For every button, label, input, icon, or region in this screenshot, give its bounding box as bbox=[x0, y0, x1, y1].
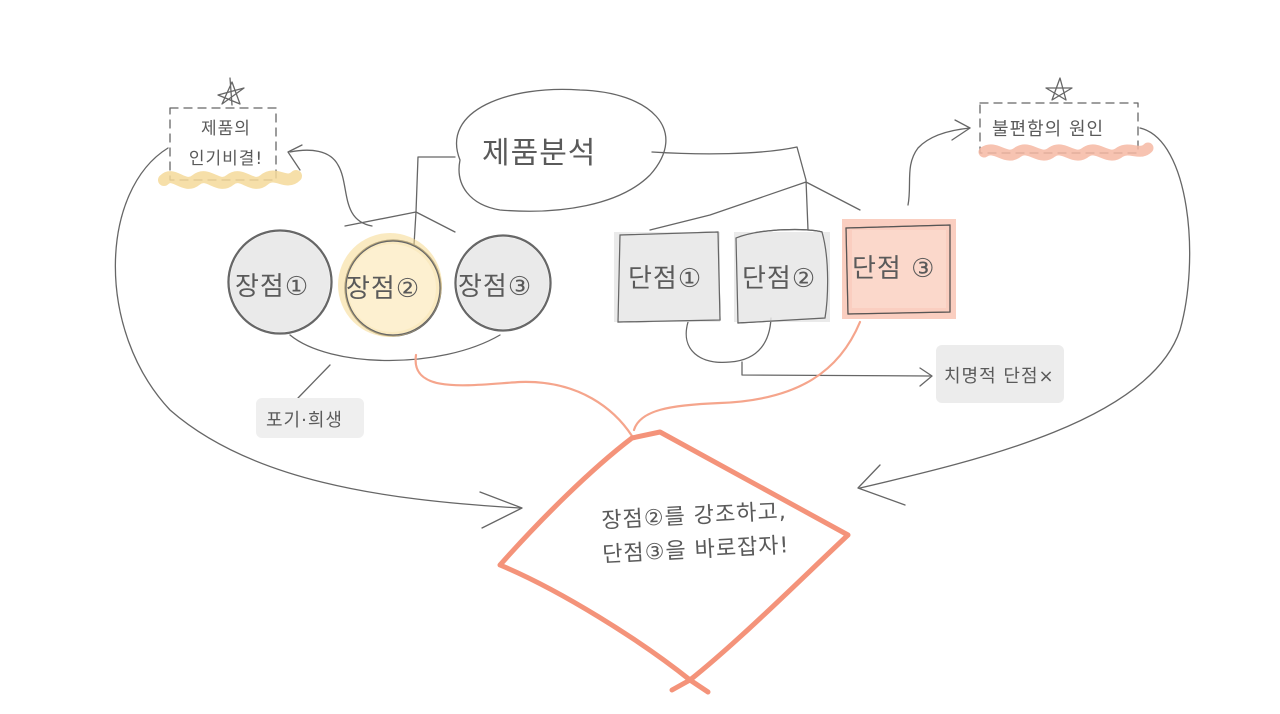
weakness-1-border bbox=[617, 231, 721, 323]
star-icon bbox=[217, 77, 245, 106]
strength-1-label: 장점① bbox=[235, 272, 310, 302]
star-icon bbox=[1045, 77, 1073, 101]
weakness-3-border bbox=[845, 224, 951, 315]
popularity-secret-label: 제품의 인기비결! bbox=[178, 118, 274, 170]
weakness-2-label: 단점② bbox=[742, 264, 817, 294]
note-fatal-weakness: 치명적 단점× bbox=[944, 366, 1055, 387]
conclusion-diamond bbox=[497, 429, 851, 695]
strength-1-fill bbox=[230, 232, 330, 332]
connector-title-strengths bbox=[344, 156, 456, 246]
popularity-secret-line1: 제품의 bbox=[201, 119, 251, 139]
arrow-secret-to-conclusion bbox=[114, 147, 521, 509]
note-fatal-fill bbox=[936, 345, 1064, 403]
strength-2-border bbox=[345, 240, 441, 336]
secret-underline bbox=[158, 170, 302, 189]
strength-3-border bbox=[455, 235, 551, 331]
weakness-1-fill bbox=[614, 232, 720, 322]
strengths-group-arc bbox=[289, 334, 501, 362]
strength-3-fill bbox=[457, 237, 549, 329]
connector-strength2-to-conclusion bbox=[414, 353, 634, 438]
arrow-cause-to-conclusion bbox=[859, 127, 1191, 489]
arrowhead-conclusion-right bbox=[857, 464, 906, 506]
note-sacrifice-fill bbox=[256, 398, 364, 438]
arrowhead-conclusion-left bbox=[479, 491, 523, 529]
weakness-3-label: 단점 ③ bbox=[852, 254, 936, 284]
strength-3-outline bbox=[454, 234, 552, 332]
weaknesses-bracket bbox=[685, 317, 931, 377]
strength-1-outline bbox=[227, 229, 333, 335]
highlights bbox=[158, 142, 1154, 438]
arrow-weakness3-to-cause bbox=[907, 127, 971, 206]
arrowhead-cause bbox=[951, 119, 971, 141]
weakness-1-label: 단점① bbox=[628, 264, 703, 294]
arrowhead-secret bbox=[287, 144, 303, 171]
strengths-note-leader bbox=[297, 364, 331, 399]
strength-2-inner bbox=[348, 244, 436, 332]
conclusion-label: 장점②를 강조하고, 단점③을 바로잡자! bbox=[558, 493, 831, 575]
strength-1-border bbox=[228, 230, 332, 334]
connector-title-weaknesses bbox=[649, 146, 861, 231]
weakness-3-inner bbox=[852, 230, 946, 308]
note-sacrifice: 포기·희생 bbox=[266, 410, 343, 431]
weakness-2-fill bbox=[734, 232, 830, 322]
fatal-arrowhead bbox=[919, 367, 933, 387]
connector-weakness3-to-conclusion bbox=[632, 320, 862, 432]
popularity-secret-line2: 인기비결! bbox=[188, 149, 264, 169]
arrow-strength2-to-secret bbox=[289, 149, 373, 227]
inconvenience-cause-label: 불편함의 원인 bbox=[992, 119, 1105, 140]
weakness-2-border bbox=[735, 228, 829, 324]
cause-underline bbox=[978, 142, 1154, 161]
strength-2-label: 장점② bbox=[346, 274, 421, 304]
title-label: 제품분석 bbox=[482, 136, 597, 171]
title-ellipse bbox=[455, 88, 667, 212]
strength-3-label: 장점③ bbox=[458, 272, 533, 302]
